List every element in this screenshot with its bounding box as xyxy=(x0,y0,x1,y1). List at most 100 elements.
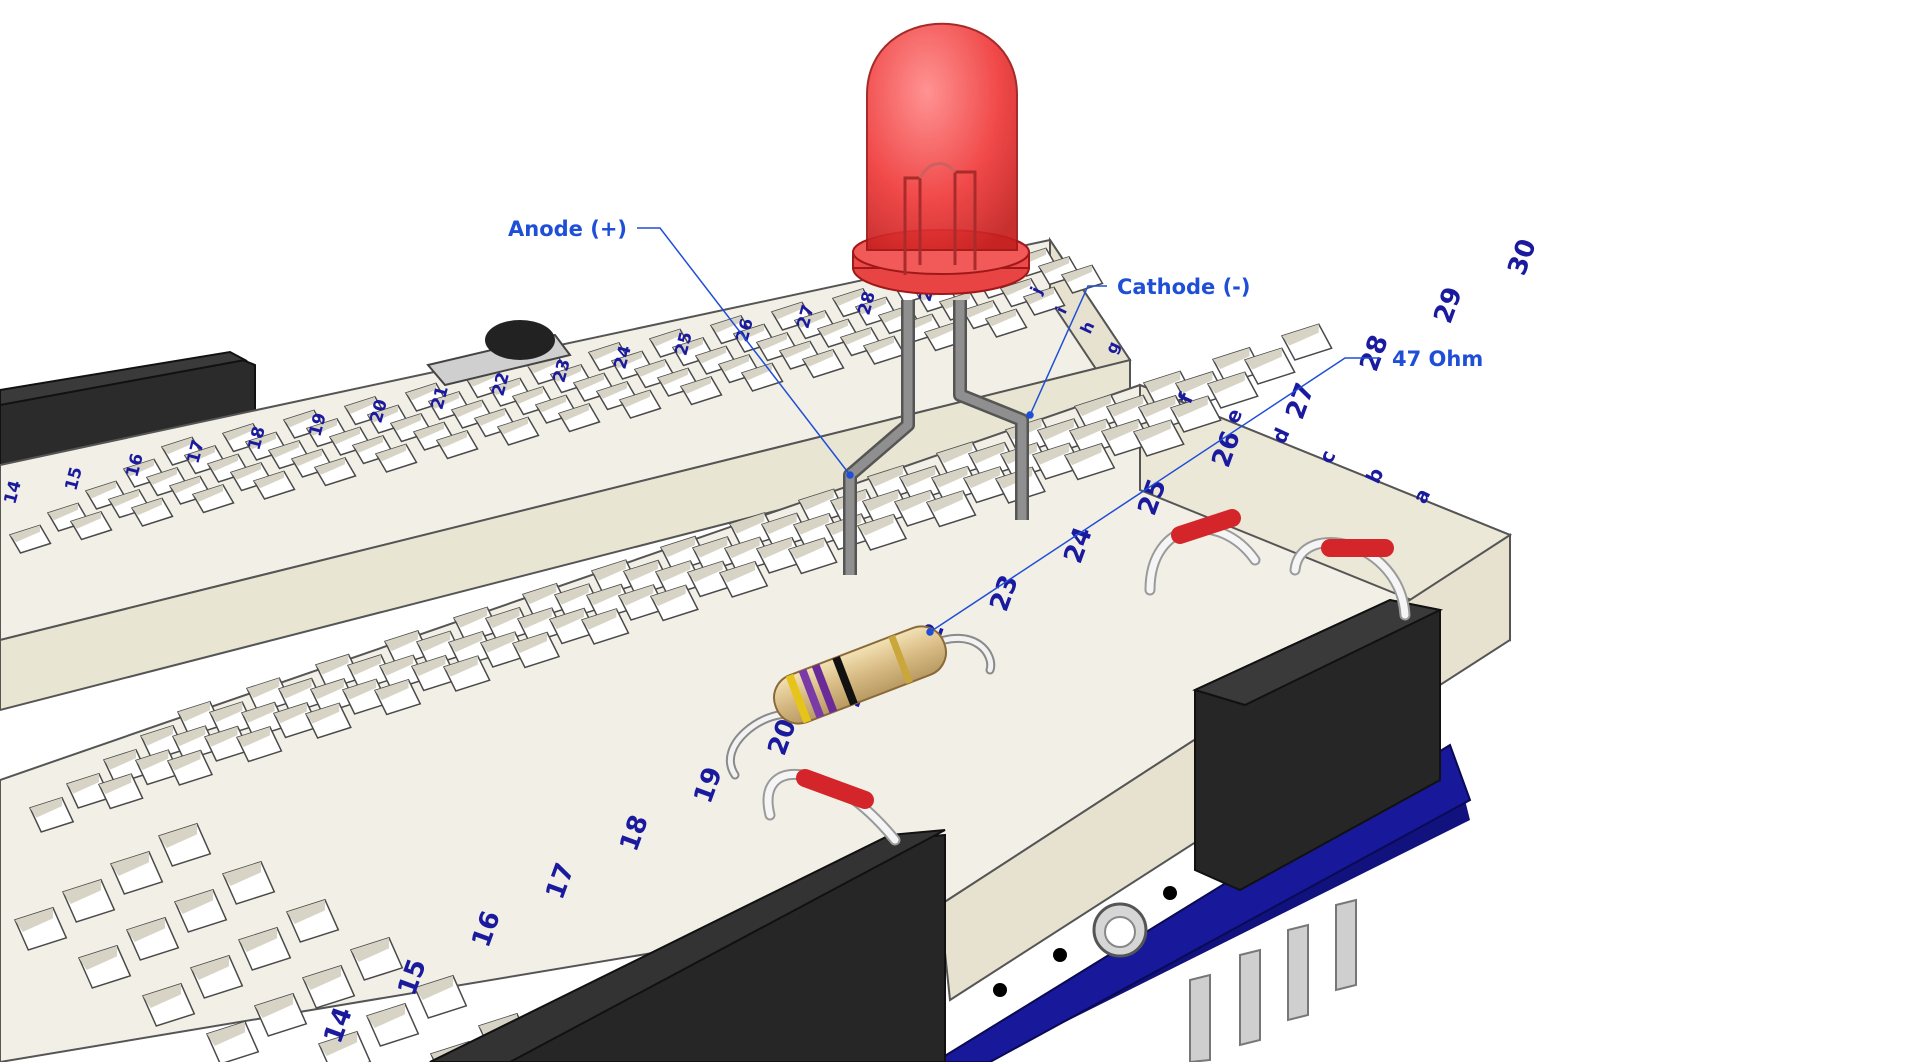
breadboard-hole-shade xyxy=(429,391,459,409)
breadboard-hole-shade xyxy=(368,405,398,423)
breadboard-hole-shade xyxy=(833,288,863,306)
breadboard-hole-shade xyxy=(803,349,833,367)
breadboard-hole-shade xyxy=(109,489,139,507)
breadboard-hole-shade xyxy=(111,851,149,876)
breadboard-hole-shade xyxy=(1075,395,1111,417)
breadboard-hole-shade xyxy=(518,608,552,629)
breadboard-hole-shade xyxy=(757,537,792,559)
breadboard-hole-shade xyxy=(730,512,765,534)
breadboard-hole-shade xyxy=(481,632,515,653)
breadboard-hole-shade xyxy=(178,701,210,722)
breadboard-hole-shade xyxy=(651,585,686,607)
breadboard-hole-shade xyxy=(343,679,377,700)
breadboard-hole-shade xyxy=(868,465,903,487)
breadboard-hole-shade xyxy=(205,726,238,747)
led-icon xyxy=(843,22,1030,575)
breadboard-hole-shade xyxy=(479,1013,517,1038)
breadboard-hole-shade xyxy=(406,383,436,401)
breadboard-hole-shade xyxy=(1107,395,1144,417)
breadboard-hole-shade xyxy=(1024,287,1054,305)
breadboard-hole-shade xyxy=(624,560,659,582)
breadboard-hole-shade xyxy=(475,408,505,426)
breadboard-hole-shade xyxy=(316,654,349,675)
breadboard-hole-shade xyxy=(143,983,181,1008)
breadboard-hole-shade xyxy=(454,607,488,628)
breadboard-hole-shade xyxy=(592,560,626,581)
breadboard-hole-shade xyxy=(104,749,136,770)
jumper-wire-icon xyxy=(762,509,1411,846)
breadboard-hole-shade xyxy=(681,376,711,394)
breadboard-hole-shade xyxy=(311,678,344,700)
breadboard-hole-shade xyxy=(380,655,414,676)
breadboard-hole-shade xyxy=(742,363,772,381)
breadboard-hole-shade xyxy=(127,917,165,942)
breadboard-hole-shade xyxy=(208,454,238,472)
breadboard-hole-shade xyxy=(254,471,284,489)
breadboard-hole-shade xyxy=(375,679,409,701)
front-row-number: 27 xyxy=(1280,379,1321,423)
breadboard-hole-shade xyxy=(582,608,617,630)
breadboard-hole-shade xyxy=(536,395,566,413)
breadboard-hole-shade xyxy=(963,300,993,318)
breadboard-hole-shade xyxy=(279,678,312,699)
breadboard-hole-shade xyxy=(762,513,797,535)
breadboard-hole-shade xyxy=(86,481,116,499)
breadboard-hole-shade xyxy=(559,403,589,421)
breadboard-hole-shade xyxy=(168,750,201,771)
breadboard-hole-shade xyxy=(1245,348,1282,370)
breadboard-hole-shade xyxy=(587,584,622,606)
breadboard-hole-shade xyxy=(711,315,741,333)
header-pin-icon xyxy=(1189,898,1357,1062)
pushbutton-icon xyxy=(426,320,572,387)
breadboard-hole-shade xyxy=(415,975,453,1000)
breadboard-hole-shade xyxy=(1213,347,1250,370)
breadboard-hole-shade xyxy=(237,726,270,748)
breadboard-hole-shade xyxy=(185,445,215,463)
breadboard-hole-shade xyxy=(307,418,337,436)
breadboard-hole-shade xyxy=(162,437,192,455)
breadboard-hole-shade xyxy=(550,608,585,630)
breadboard-hole-shade xyxy=(391,413,421,431)
breadboard-hole-shade xyxy=(1062,265,1092,283)
breadboard-hole-shade xyxy=(925,322,955,340)
breadboard-hole-shade xyxy=(437,430,467,448)
front-row-number: 28 xyxy=(1354,331,1395,375)
breadboard-hole-shade xyxy=(513,632,548,654)
breadboard-hole-shade xyxy=(490,378,520,396)
breadboard-hole-shade xyxy=(63,879,101,904)
breadboard-hole-shade xyxy=(658,368,688,386)
breadboard-hole-shade xyxy=(353,435,383,453)
breadboard-hole-shade xyxy=(574,373,604,391)
breadboard-hole-shade xyxy=(79,945,117,970)
breadboard-hole-shade xyxy=(48,503,78,521)
breadboard-hole-shade xyxy=(619,584,654,606)
resistor-icon xyxy=(725,625,996,780)
breadboard-hole-shade xyxy=(417,631,451,652)
breadboard-hole-shade xyxy=(319,1031,357,1056)
breadboard-hole-shade xyxy=(858,514,894,536)
breadboard-hole-shade xyxy=(673,337,703,355)
breadboard-hole-shade xyxy=(348,654,381,676)
breadboard-hole-shade xyxy=(895,490,931,512)
breadboard-hole-shade xyxy=(452,400,482,418)
breadboard-hole-shade xyxy=(1001,278,1031,296)
breadboard-hole-shade xyxy=(696,346,726,364)
breadboard-hole-shade xyxy=(1144,371,1181,393)
breadboard-hole-shade xyxy=(1171,396,1208,418)
breadboard-hole-shade xyxy=(932,466,968,488)
breadboard-hole-shade xyxy=(656,560,691,582)
breadboard-hole-shade xyxy=(620,390,650,408)
breadboard-hole-shade xyxy=(1065,443,1102,466)
breadboard-hole-shade xyxy=(385,630,418,652)
breadboard-hole-shade xyxy=(67,773,99,794)
breadboard-hole-shade xyxy=(175,889,213,914)
breadboard-hole-shade xyxy=(635,359,665,377)
breadboard-hole-shade xyxy=(1038,419,1074,441)
breadboard-hole-shade xyxy=(449,631,483,653)
breadboard-hole-shade xyxy=(246,432,276,450)
breadboard-hole-shade xyxy=(444,656,478,677)
breadboard-hole-shade xyxy=(239,927,277,952)
breadboard-hole-shade xyxy=(757,332,787,350)
breadboard-hole-shade xyxy=(1176,371,1213,394)
breadboard-hole-shade xyxy=(937,442,973,464)
